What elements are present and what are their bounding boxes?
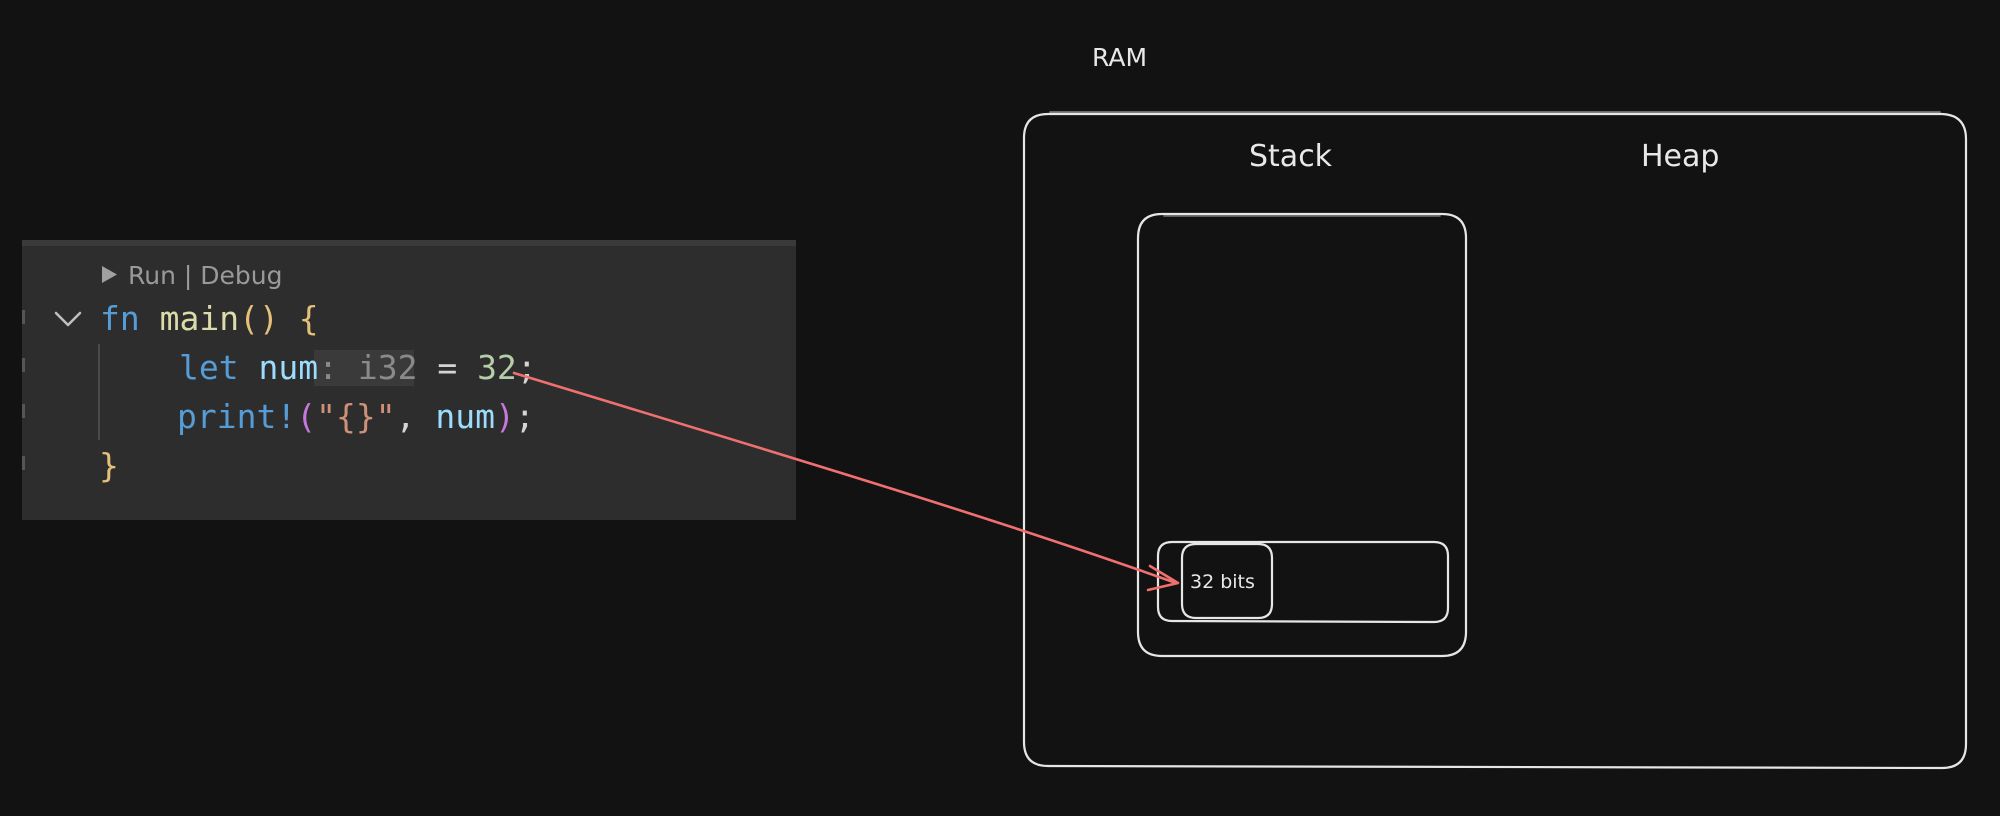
- open-brace: {: [299, 299, 319, 338]
- comma: ,: [396, 397, 416, 436]
- codelens-run-debug[interactable]: Run | Debug: [102, 261, 282, 290]
- codelens-text[interactable]: Run | Debug: [128, 261, 282, 290]
- close-paren: ): [495, 397, 515, 436]
- ram-box: [1022, 111, 1968, 770]
- macro-print: print!: [177, 397, 296, 436]
- arrowhead-icon: [1146, 564, 1180, 592]
- editor-top-edge: [22, 240, 796, 246]
- stack-frame: [1156, 540, 1450, 624]
- open-paren: (: [296, 397, 316, 436]
- semicolon: ;: [517, 348, 537, 387]
- code-line-2: let num: i32 = 32;: [179, 348, 537, 387]
- keyword-let: let: [179, 348, 239, 387]
- number-literal: 32: [477, 348, 517, 387]
- code-editor: Run | Debug fn main() { let num: i32 = 3…: [22, 240, 796, 520]
- close-brace: }: [99, 446, 119, 485]
- semicolon: ;: [515, 397, 535, 436]
- code-line-4: }: [99, 446, 119, 485]
- code-line-1: fn main() {: [100, 299, 319, 338]
- play-triangle-icon: [102, 266, 117, 283]
- code-line-3: print!("{}", num);: [177, 397, 535, 436]
- variable-num-arg: num: [435, 397, 495, 436]
- function-name: main: [160, 299, 239, 338]
- stack-box: [1136, 212, 1468, 658]
- parens: (): [239, 299, 279, 338]
- stack-cell-num: 32 bits: [1180, 542, 1274, 620]
- keyword-fn: fn: [100, 299, 140, 338]
- stack-label: Stack: [1249, 139, 1333, 174]
- format-string: "{}": [316, 397, 395, 436]
- assign-operator: =: [437, 348, 457, 387]
- gutter: [22, 310, 25, 470]
- chevron-down-icon[interactable]: [54, 311, 82, 327]
- ram-label: RAM: [1092, 43, 1147, 72]
- type-hint: : i32: [318, 348, 417, 387]
- cell-size-label: 32 bits: [1190, 571, 1255, 593]
- variable-num: num: [258, 348, 318, 387]
- type-hint-background: [314, 350, 414, 386]
- pointer-arrow: [512, 371, 1180, 592]
- heap-label: Heap: [1641, 139, 1719, 174]
